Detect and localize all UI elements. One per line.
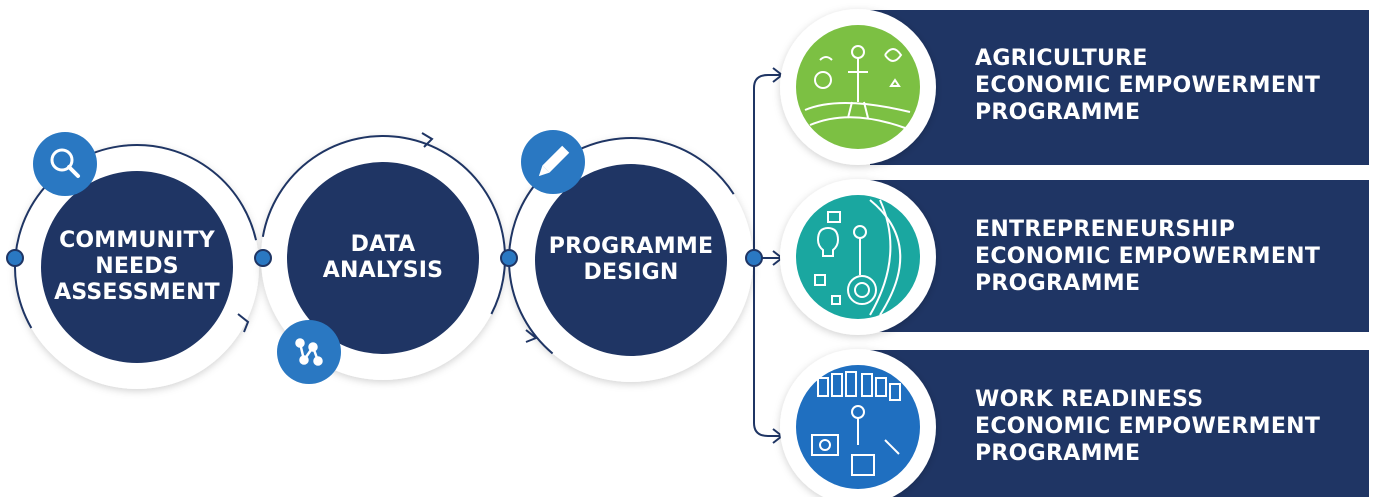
step-label-programme-design: PROGRAMME DESIGN [548,234,714,285]
work-readiness-illustration-icon [780,349,936,497]
connector-dot-3 [500,249,518,267]
step-ring-2 [259,135,506,382]
step-ring-3 [508,137,754,383]
programme-banner-entrepreneurship [870,180,1369,332]
ring-arrow-3 [525,329,538,343]
programme-label-agriculture: AGRICULTURE ECONOMIC EMPOWERMENT PROGRAM… [975,46,1321,125]
pencil-icon [521,130,585,194]
ring-arrow-1 [237,313,250,333]
programme-banner-agriculture [870,10,1369,165]
search-icon [33,132,97,196]
step-ring-1 [14,144,260,390]
ring-arrow-2 [421,132,434,148]
connector-dots [6,249,763,267]
programme-label-entrepreneurship: ENTREPRENEURSHIP ECONOMIC EMPOWERMENT PR… [975,217,1321,296]
programme-banner-work-readiness [870,350,1369,497]
connector-dot-2 [254,249,272,267]
entrepreneurship-illustration-icon [780,179,936,335]
analysis-nodes-icon [277,320,341,384]
connector-dot-4 [745,249,763,267]
ring-arrows [237,132,538,343]
agriculture-illustration-icon [780,9,936,165]
programme-label-work-readiness: WORK READINESS ECONOMIC EMPOWERMENT PROG… [975,387,1321,466]
step-label-data-analysis: DATA ANALYSIS [322,232,444,283]
step-label-community-needs-assessment: COMMUNITY NEEDS ASSESSMENT [54,228,220,305]
connector-dot-1 [6,249,24,267]
